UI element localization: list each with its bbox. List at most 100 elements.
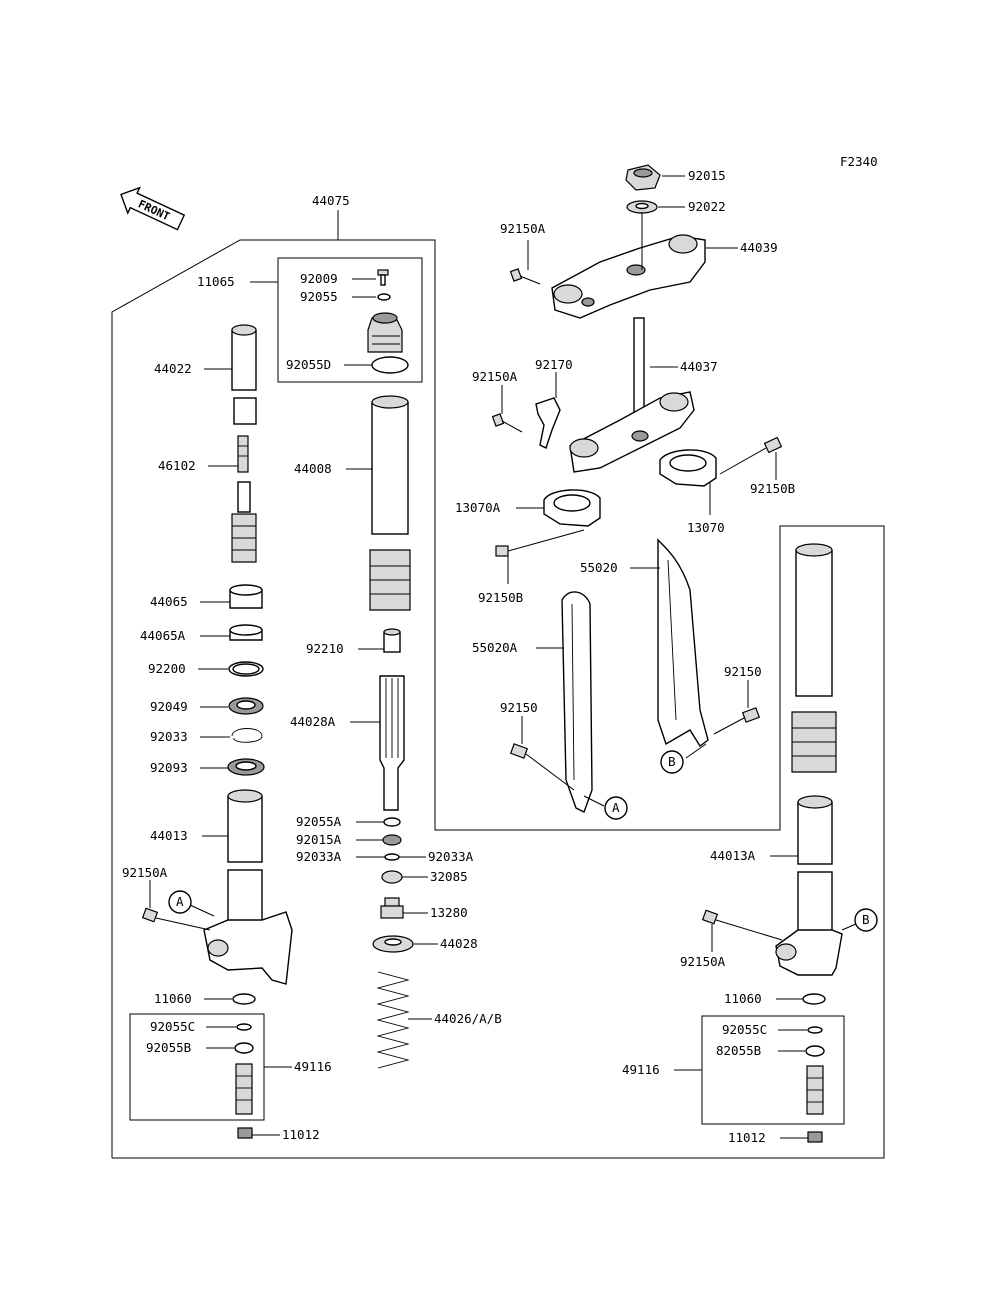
o-ring-92055B-left: 92055B	[146, 1040, 254, 1055]
label-92210: 92210	[306, 641, 344, 656]
label-13070A: 13070A	[455, 500, 501, 515]
bolt-92150A-right: 92150A	[680, 909, 783, 969]
washer-11060-right: 11060	[724, 991, 826, 1006]
o-ring-92055: 92055	[300, 289, 391, 304]
label-49116-right: 49116	[622, 1062, 660, 1077]
label-13280: 13280	[430, 905, 468, 920]
steering-stem-44037: 44037	[569, 317, 718, 473]
label-44013A: 44013A	[710, 848, 756, 863]
bolt-92150A-left: 92150A	[122, 865, 211, 931]
label-44075: 44075	[312, 193, 350, 208]
rod-46102: 46102	[158, 435, 257, 563]
label-44022: 44022	[154, 361, 192, 376]
o-ring-92055C-left: 92055C	[150, 1019, 252, 1034]
bolt-13280: 13280	[380, 897, 468, 920]
label-92055B-right: 82055B	[716, 1043, 761, 1058]
inner-tube-right	[791, 543, 837, 773]
oil-seal-92049: 92049	[150, 697, 264, 715]
fork-guard-55020: 55020	[580, 538, 709, 748]
label-92150-right: 92150	[724, 664, 762, 679]
label-44028A: 44028A	[290, 714, 336, 729]
label-92033: 92033	[150, 729, 188, 744]
sub-assembly-box-49116-right: 49116	[622, 1015, 845, 1125]
label-92055A: 92055A	[296, 814, 342, 829]
label-92033A-left: 92033A	[296, 849, 342, 864]
label-92055C-left: 92055C	[150, 1019, 195, 1034]
label-92022: 92022	[688, 199, 726, 214]
circlip-92033A: 92033A 92033A	[296, 849, 474, 864]
collar-92210: 92210	[306, 628, 401, 656]
steering-stem-nut-92015: 92015	[625, 164, 726, 191]
label-13070: 13070	[687, 520, 725, 535]
label-92009: 92009	[300, 271, 338, 286]
label-44039: 44039	[740, 240, 778, 255]
bolt-92150-left: 92150	[500, 700, 575, 791]
label-11012-right: 11012	[728, 1130, 766, 1145]
clamp-13070A: 13070A	[455, 489, 601, 527]
label-92170: 92170	[535, 357, 573, 372]
label-92200: 92200	[148, 661, 186, 676]
label-55020A: 55020A	[472, 640, 518, 655]
upper-bracket-44039: 44039	[551, 212, 778, 319]
label-92150B-left: 92150B	[478, 590, 523, 605]
bushing-44065A: 44065A	[140, 624, 263, 643]
label-92150B-right: 92150B	[750, 481, 795, 496]
spring-seat-44028: 44028	[372, 935, 478, 953]
label-11060-left: 11060	[154, 991, 192, 1006]
o-ring-92055B-right: 82055B	[716, 1043, 825, 1058]
label-49116-left: 49116	[294, 1059, 332, 1074]
o-ring-92055C-right: 92055C	[722, 1022, 823, 1037]
label-44026: 44026/A/B	[434, 1011, 502, 1026]
bolt-92150B-right: 92150B	[719, 436, 795, 496]
o-ring-92055A: 92055A	[296, 814, 401, 829]
callout-a-lower: A	[168, 890, 215, 917]
label-55020: 55020	[580, 560, 618, 575]
bolt-11012-left: 11012	[237, 1127, 320, 1142]
label-92055: 92055	[300, 289, 338, 304]
callout-b-lower-text: B	[862, 912, 870, 927]
label-46102: 46102	[158, 458, 196, 473]
outer-tube-44013A: 44013A	[710, 795, 843, 976]
figure-code: F2340	[840, 154, 878, 169]
label-92150A-right: 92150A	[680, 954, 726, 969]
label-92150A-left: 92150A	[122, 865, 168, 880]
circlip-92033: 92033	[150, 728, 263, 744]
callout-a-upper: A	[583, 795, 628, 820]
bolt-92150-right: 92150	[713, 664, 762, 735]
dust-seal-92093: 92093	[150, 758, 265, 776]
label-92055C-right: 92055C	[722, 1022, 767, 1037]
label-44013: 44013	[150, 828, 188, 843]
base-valve-right	[806, 1065, 824, 1115]
label-11065: 11065	[197, 274, 235, 289]
bushing-44065: 44065	[150, 584, 263, 609]
clamp-13070: 13070	[659, 449, 725, 535]
spring-44026: 44026/A/B	[376, 971, 502, 1069]
collar-32085: 32085	[381, 869, 468, 884]
label-92049: 92049	[150, 699, 188, 714]
nut-92015A: 92015A	[296, 832, 402, 847]
front-arrow: FRONT	[120, 186, 186, 231]
bolt-92150B-left: 92150B	[478, 529, 585, 605]
outer-tube-44013: 44013	[150, 789, 293, 985]
callout-b-lower: B	[841, 908, 878, 932]
label-92015A: 92015A	[296, 832, 342, 847]
o-ring-92055D: 92055D	[286, 356, 409, 374]
label-11012-left: 11012	[282, 1127, 320, 1142]
label-44065A: 44065A	[140, 628, 186, 643]
label-92150A-mid: 92150A	[472, 369, 518, 384]
label-44028: 44028	[440, 936, 478, 951]
bolt-92150A-mid: 92150A	[472, 369, 523, 433]
cable-guide-92170: 92170	[535, 357, 573, 449]
label-11060-right: 11060	[724, 991, 762, 1006]
label-92093: 92093	[150, 760, 188, 775]
label-92015: 92015	[688, 168, 726, 183]
label-44037: 44037	[680, 359, 718, 374]
fork-cap-bolt	[367, 312, 403, 353]
piston-rod-44028A: 44028A	[290, 675, 405, 811]
cylinder-44022: 44022	[154, 324, 257, 425]
callout-a-lower-text: A	[176, 894, 184, 909]
label-44065: 44065	[150, 594, 188, 609]
bolt-92150A-top: 92150A	[500, 221, 546, 285]
bolt-11012-right: 11012	[728, 1130, 823, 1145]
